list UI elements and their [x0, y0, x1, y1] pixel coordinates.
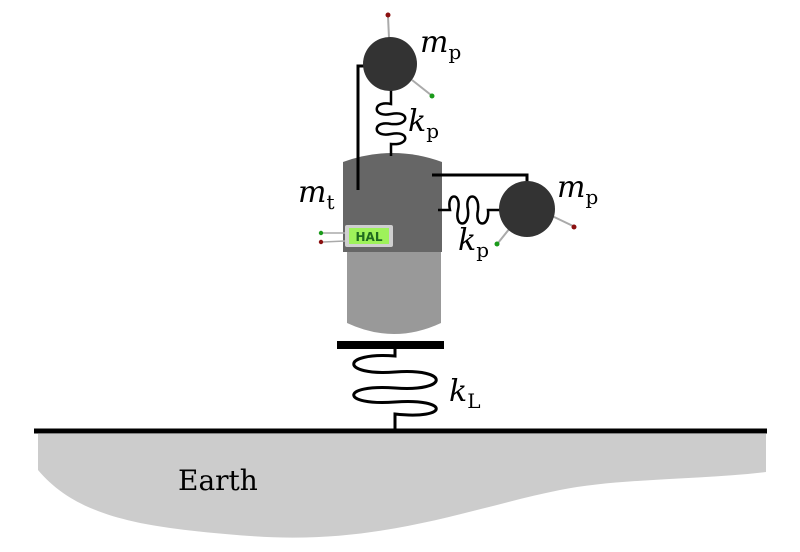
- test-body-lower: [347, 250, 441, 334]
- right-pendulum-mass: [494, 181, 577, 247]
- load-spring: [337, 341, 444, 431]
- top-pendulum-spring: [375, 90, 407, 156]
- right-pendulum-frame: [432, 173, 529, 186]
- hal-dot-green: [318, 230, 324, 236]
- hal-dot-red: [318, 239, 324, 245]
- hal-label: HAL: [356, 230, 383, 244]
- mass-pendulum-right-label: mp: [557, 170, 598, 209]
- right-pendulum-spring: [438, 195, 500, 225]
- spring-pendulum-right-label: kp: [458, 223, 489, 262]
- mass-test-label: mt: [298, 175, 335, 214]
- spring-pendulum-top-label: kp: [408, 104, 439, 143]
- top-pendulum-mass: [363, 12, 435, 99]
- mass-pendulum-top-label: mp: [420, 25, 461, 64]
- spring-load-label: kL: [449, 374, 480, 413]
- earth-label: Earth: [178, 464, 258, 497]
- earth-ground: [38, 434, 766, 538]
- hal-sensor: HAL: [318, 225, 393, 247]
